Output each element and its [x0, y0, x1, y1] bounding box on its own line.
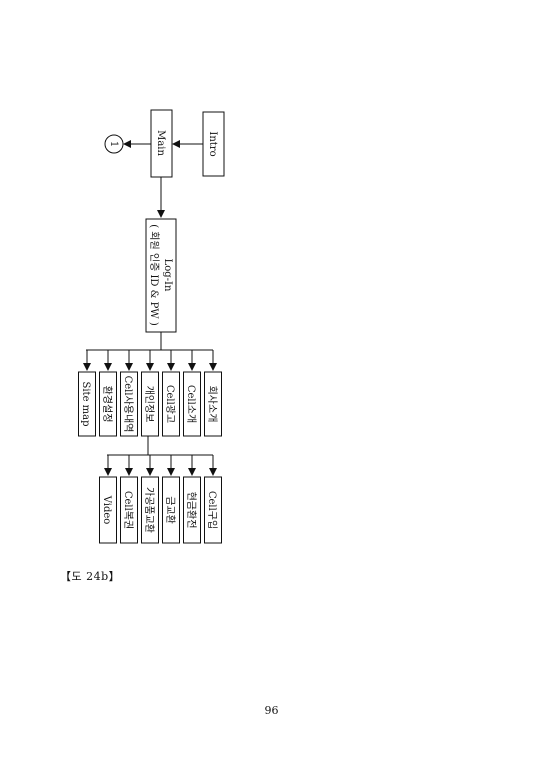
menu-box-item-0	[204, 371, 222, 437]
sub-label-item-2: 금교환	[164, 496, 176, 524]
menu-box-item-5	[99, 371, 117, 437]
intro-label: Intro	[207, 131, 218, 156]
menu-box-site-map	[78, 371, 96, 437]
menu-box-item-3	[141, 371, 159, 437]
flowchart-diagram: Intro Main 1 Log-In ( 회원 인증 ID & PW ) 회사…	[78, 109, 225, 544]
menu-box-cell	[183, 371, 201, 437]
sub-label-cell: Cell복권	[122, 491, 134, 529]
sub-label-item-3: 가공품교환	[143, 487, 155, 533]
sub-box-cell	[120, 476, 138, 544]
main-label: Main	[155, 130, 166, 156]
menu-label-cell: Cell광고	[164, 385, 176, 423]
connector-label: 1	[108, 141, 119, 147]
sub-box-item-2	[162, 476, 180, 544]
sub-label-video: Video	[101, 495, 112, 525]
sub-label-item-1: 현금환전	[185, 492, 197, 529]
menu-box-cell	[120, 371, 138, 437]
login-label-line1: Log-In	[162, 259, 173, 292]
sub-box-item-3	[141, 476, 159, 544]
menu-box-cell	[162, 371, 180, 437]
page-number: 96	[264, 704, 279, 717]
login-box	[145, 218, 177, 333]
menu-label-item-3: 개인정보	[143, 386, 155, 423]
figure-caption: 【도 24b】	[60, 570, 121, 583]
menu-label-item-0: 회사소개	[206, 386, 218, 423]
sub-box-item-1	[183, 476, 201, 544]
sub-box-video	[99, 476, 117, 544]
sub-box-cell	[204, 476, 222, 544]
menu-label-cell: Cell사용내역	[122, 376, 134, 433]
sub-label-cell: Cell구입	[206, 491, 219, 529]
menu-label-item-5: 환경설정	[101, 386, 114, 423]
menu-label-site-map: Site map	[80, 381, 91, 426]
login-label-line2: ( 회원 인증 ID & PW )	[148, 224, 160, 326]
menu-label-cell: Cell소개	[185, 385, 197, 423]
